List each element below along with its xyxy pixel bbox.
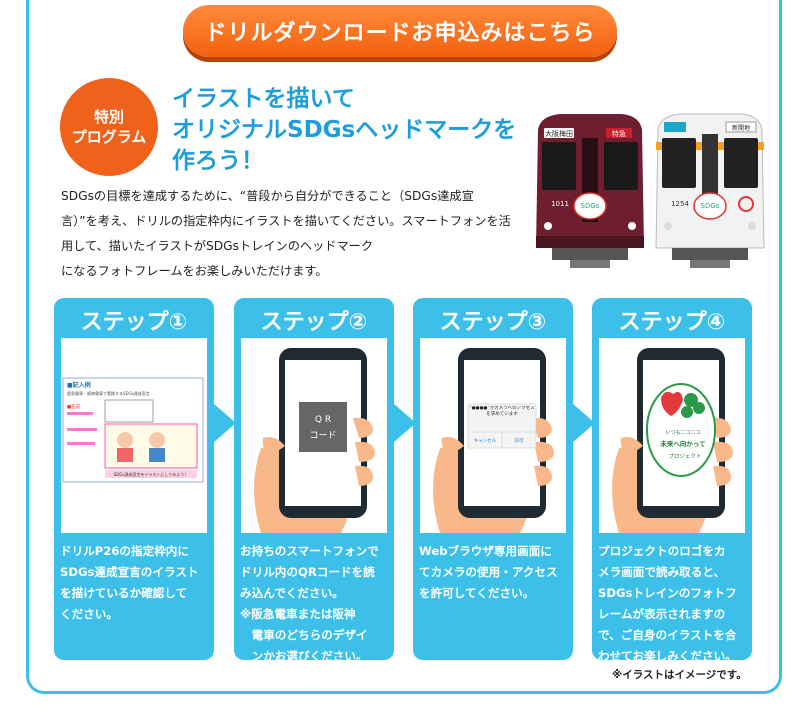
step-1-text-line: SDGs達成宣言のイラスト — [60, 565, 199, 579]
hankyu-destination: 大阪梅田 — [545, 129, 573, 138]
step-4-title: ステップ④ — [618, 310, 726, 335]
step-2-text-line: 電車のどちらのデザイ — [240, 628, 368, 642]
phone-in-hand-image: “●●●●”がカメラへのアクセスを求めています キャンセル 許可 — [433, 348, 554, 533]
trains-illustration: 大阪梅田 特急 1011 SDGs 新開地 1254 SDGs — [536, 113, 765, 268]
hanshin-destination: 新開地 — [732, 124, 750, 132]
step-4-text-line: で、ご自身のイラストを合 — [598, 628, 737, 642]
project-logo: いつもニコニコ 未来へ向かって プロジェクト — [646, 383, 716, 477]
dialog-allow-button[interactable]: 許可 — [515, 437, 524, 444]
description-line1: SDGsの目標を達成するために、“普段から自分ができること（SDGs達成宣 — [61, 189, 474, 203]
step-2-text-line: み込んでください。 — [240, 586, 344, 600]
step-1-text-line: を描けているか確認して — [60, 586, 188, 600]
hankyu-type: 特急 — [612, 129, 626, 138]
description-line3: 用して、描いたイラストがSDGsトレインのヘッドマーク — [61, 239, 374, 253]
step-4-panel: いつもニコニコ 未来へ向かって プロジェクト — [599, 338, 745, 533]
step-2-text-line: ドリル内のQRコードを読 — [240, 565, 375, 579]
step-2-card: ステップ② Q R コード お持ちのスマートフォンで ドリル内のQRコードを読 … — [234, 298, 394, 663]
step-3-card: ステップ③ “●●●●”がカメラへのアクセスを求めています キャンセル 許可 W… — [413, 298, 573, 660]
step-1-text: ドリルP26の指定枠内に SDGs達成宣言のイラスト を描けているか確認して く… — [60, 541, 210, 625]
hanshin-headmark: SDGs — [701, 202, 720, 210]
logo-line3: プロジェクト — [668, 453, 701, 460]
qr-label-line1: Q R — [315, 415, 331, 425]
special-program-badge: 特別 プログラム — [60, 78, 158, 176]
step-4-card: ステップ④ いつもニコニコ 未来へ向かって プロジェクト プロジェクトのロゴをカ — [592, 298, 752, 663]
step-3-text-line: を許可してください。 — [419, 586, 535, 600]
step-4-text-line: わせてお楽しみください。 — [598, 649, 737, 663]
logo-line1: いつもニコニコ — [665, 430, 700, 436]
headline-line3: 作ろう！ — [172, 148, 264, 174]
badge-line1: 特別 — [93, 107, 124, 126]
drill-heading: ■記入例 — [67, 381, 91, 389]
step-1-text-line: ください。 — [60, 607, 118, 621]
illustration-note: ※イラストはイメージです。 — [612, 669, 747, 681]
description-line2: 言）”を考え、ドリルの指定枠内にイラストを描いてください。スマートフォンを活 — [61, 214, 511, 228]
arrow-right-icon — [214, 404, 236, 442]
hankyu-number: 1011 — [551, 200, 569, 208]
phone-in-hand-image: いつもニコニコ 未来へ向かって プロジェクト — [612, 348, 733, 533]
dialog-cancel-button[interactable]: キャンセル — [474, 438, 497, 444]
step-2-text-line: ンかお選びください。 — [240, 649, 368, 663]
qr-label-line2: コード — [309, 431, 336, 441]
hankyu-headmark: SDGs — [581, 202, 600, 210]
camera-permission-message: “●●●●”がカメラへのアクセスを求めています — [469, 406, 535, 417]
step-4-text-line: プロジェクトのロゴをカ — [598, 544, 726, 558]
page-headline: イラストを描いて オリジナルSDGsヘッドマークを 作ろう！ — [172, 84, 522, 177]
step-2-text: お持ちのスマートフォンで ドリル内のQRコードを読 み込んでください。 ※阪急電… — [240, 541, 390, 667]
step-4-text-line: レームが表示されますの — [598, 607, 726, 621]
drill-page-image: ■記入例 阪急電車・阪神電車で実践するSDGs達成宣言 ■名前 SDGs達成宣言… — [62, 377, 204, 483]
drill-label: ■名前 — [67, 403, 81, 410]
logo-line2: 未来へ向かって — [660, 439, 705, 448]
description-line4: になるフォトフレームをお楽しみいただけます。 — [61, 264, 328, 278]
drill-subtitle: 阪急電車・阪神電車で実践するSDGs達成宣言 — [67, 390, 150, 396]
headline-line2: オリジナルSDGsヘッドマークを — [172, 117, 517, 143]
step-4-text-line: メラ画面で読み取ると、 — [598, 565, 726, 579]
phone-in-hand-image: Q R コード — [254, 348, 375, 533]
step-3-text-line: Webブラウザ専用画面に — [419, 544, 552, 558]
hanshin-train-image: 新開地 1254 SDGs — [655, 113, 765, 268]
step-3-text-line: てカメラの使用・アクセス — [419, 565, 558, 579]
step-3-panel: “●●●●”がカメラへのアクセスを求めています キャンセル 許可 — [420, 338, 566, 533]
step-1-panel: ■記入例 阪急電車・阪神電車で実践するSDGs達成宣言 ■名前 SDGs達成宣言… — [61, 338, 207, 533]
arrow-right-icon — [394, 404, 416, 442]
step-3-title: ステップ③ — [439, 310, 547, 335]
step-2-title: ステップ② — [260, 310, 368, 335]
step-2-text-line: お持ちのスマートフォンで — [240, 544, 379, 558]
program-description: SDGsの目標を達成するために、“普段から自分ができること（SDGs達成宣 言）… — [61, 184, 526, 284]
step-2-text-line: ※阪急電車または阪神 — [240, 607, 356, 621]
step-4-text: プロジェクトのロゴをカ メラ画面で読み取ると、 SDGsトレインのフォトフ レー… — [598, 541, 748, 667]
step-1-card: ステップ① ■記入例 阪急電車・阪神電車で実践するSDGs達成宣言 ■名前 SD… — [54, 298, 214, 660]
step-1-text-line: ドリルP26の指定枠内に — [60, 544, 189, 558]
step-3-text: Webブラウザ専用画面に てカメラの使用・アクセス を許可してください。 — [419, 541, 569, 604]
step-4-text-line: SDGsトレインのフォトフ — [598, 586, 737, 600]
hankyu-train-image: 大阪梅田 特急 1011 SDGs — [536, 114, 644, 268]
headline-line1: イラストを描いて — [172, 86, 355, 112]
badge-line2: プログラム — [71, 128, 147, 146]
drill-download-button[interactable]: ドリルダウンロードお申込みはこちら — [183, 5, 617, 57]
step-2-panel: Q R コード — [241, 338, 387, 533]
drill-caption: SDGs達成宣言をイラストにしてみよう！ — [114, 471, 189, 477]
arrow-right-icon — [573, 404, 595, 442]
step-1-title: ステップ① — [80, 310, 188, 335]
hanshin-number: 1254 — [671, 200, 689, 208]
